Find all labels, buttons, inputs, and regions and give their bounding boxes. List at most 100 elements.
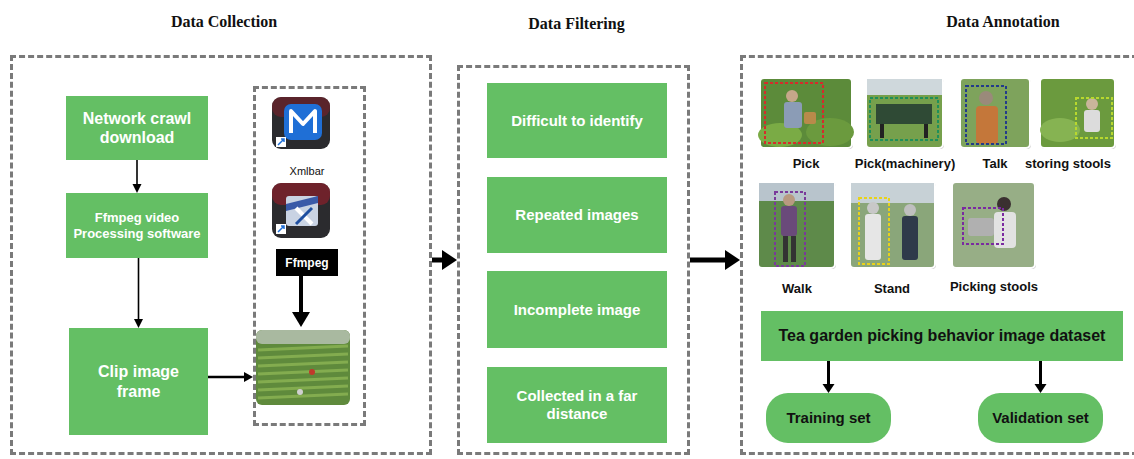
storing-stools-photo-part [1041,79,1116,149]
process-box: Clip image frame [69,328,208,435]
arrow-connector [208,372,253,382]
storing-stools-photo [1040,78,1116,149]
box-label: Network crawl download [72,109,202,147]
process-box: Ffmpeg video Processing software [66,193,208,258]
section-panel: Data CollectionNetwork crawl downloadFfm… [10,55,432,455]
storing-stools-photo-part [1076,98,1112,138]
arrow-head [1035,384,1047,393]
arrow-head [442,250,457,270]
stand-photo-part [867,202,879,214]
pick-machinery-photo-part [876,104,932,124]
ffmpeg-down-arrow-part [292,312,310,327]
ffmpeg-icon-part [286,196,318,211]
tool-group-box: XmlbarFfmpeg [253,86,366,426]
filter-box: Incomplete image [487,271,667,348]
box-label: Ffmpeg video Processing software [72,210,202,241]
pick-photo-part [765,83,823,143]
arrow-head [244,372,253,382]
ffmpeg-icon-part [276,224,286,234]
talk-photo-part [961,79,1031,149]
xmlbar-icon-part [291,111,315,133]
ffmpeg-icon-part [296,208,312,224]
pick-photo-part [804,112,816,124]
walk-photo-part [781,206,797,236]
pick-photo-part [784,102,802,128]
stand-photo-part [865,214,881,260]
arrow-connector [134,258,143,328]
filter-box: Difficult to identify [487,83,667,158]
box-label: Repeated images [515,206,638,224]
ffmpeg-icon-part [272,183,330,238]
photo-caption: Pick(machinery) [845,156,965,171]
talk-photo-part [966,86,1006,144]
process-box: Network crawl download [66,96,208,160]
pick-machinery-photo-part [924,124,928,138]
arrow-connector [690,250,740,270]
xmlbar-icon-part [276,137,286,147]
storing-stools-photo-part [1084,110,1100,132]
aerial-tea-field-photo-part [256,330,350,405]
picking-stools-photo [952,182,1036,269]
box-label: Clip image frame [75,362,202,400]
ffmpeg-icon-part [278,226,284,232]
pick-machinery-photo-part [866,78,943,148]
box-label: Validation set [992,409,1089,427]
stand-photo-part [902,216,918,260]
xmlbar-icon-part [272,97,330,149]
filter-box: Repeated images [487,177,667,253]
arrow-line [208,376,245,379]
pick-machinery-photo [866,78,944,149]
walk-photo-part [783,236,788,262]
arrow-line [136,160,138,185]
arrow-head [823,384,835,393]
split-box: Training set [766,393,891,443]
split-box: Validation set [978,393,1103,443]
stand-photo [850,182,936,269]
arrow-line [690,258,726,263]
section-heading: Data Annotation [903,13,1103,31]
pick-machinery-photo-part [880,124,884,138]
ffmpeg-icon [272,183,330,238]
box-label: Training set [786,409,870,427]
box-label: Tea garden picking behavior image datase… [779,326,1106,345]
arrow-connector [823,361,835,393]
arrow-connector [133,160,142,193]
photo-caption: Pick [746,156,866,171]
storing-stools-photo-part [1040,78,1115,148]
walk-photo-part [775,192,805,266]
picking-stools-photo-part [953,183,1036,269]
arrow-head [725,250,740,270]
aerial-tea-field-photo-part [309,369,315,375]
ffmpeg-icon-part [286,196,318,226]
storing-stools-photo-part [1040,118,1080,142]
photo-caption: storing stools [1008,156,1128,171]
pick-machinery-photo-part [867,79,942,95]
box-label: Collected in a far distance [493,387,661,423]
pick-machinery-photo-part [867,79,944,149]
arrow-connector [432,250,457,270]
dataset-box: Tea garden picking behavior image datase… [761,311,1123,361]
picking-stools-photo-part [963,208,1003,244]
walk-photo-part [758,182,835,268]
stand-photo-part [859,198,889,264]
walk-photo-part [791,236,796,262]
ffmpeg-icon-part [296,208,312,224]
aerial-tea-field-photo-part [258,346,348,398]
ffmpeg-down-arrow-part [299,274,303,313]
talk-photo-part [960,78,1030,148]
walk-photo-part [783,194,795,206]
picking-stools-photo-part [952,182,1035,268]
photo-caption: Walk [737,281,857,296]
xmlbar-icon-part [284,104,322,140]
stand-photo-part [850,182,935,268]
ffmpeg-down-arrow [292,274,310,327]
talk-photo-part [976,106,998,144]
pick-machinery-photo-part [870,98,938,140]
storing-stools-photo-part [1086,98,1098,110]
aerial-tea-field-photo-part [256,330,350,344]
arrow-connector [1035,361,1047,393]
xmlbar-icon [272,97,330,149]
pick-photo-part [786,90,798,102]
section-heading: Data Collection [13,13,435,31]
section-heading: Data Filtering [460,15,693,33]
